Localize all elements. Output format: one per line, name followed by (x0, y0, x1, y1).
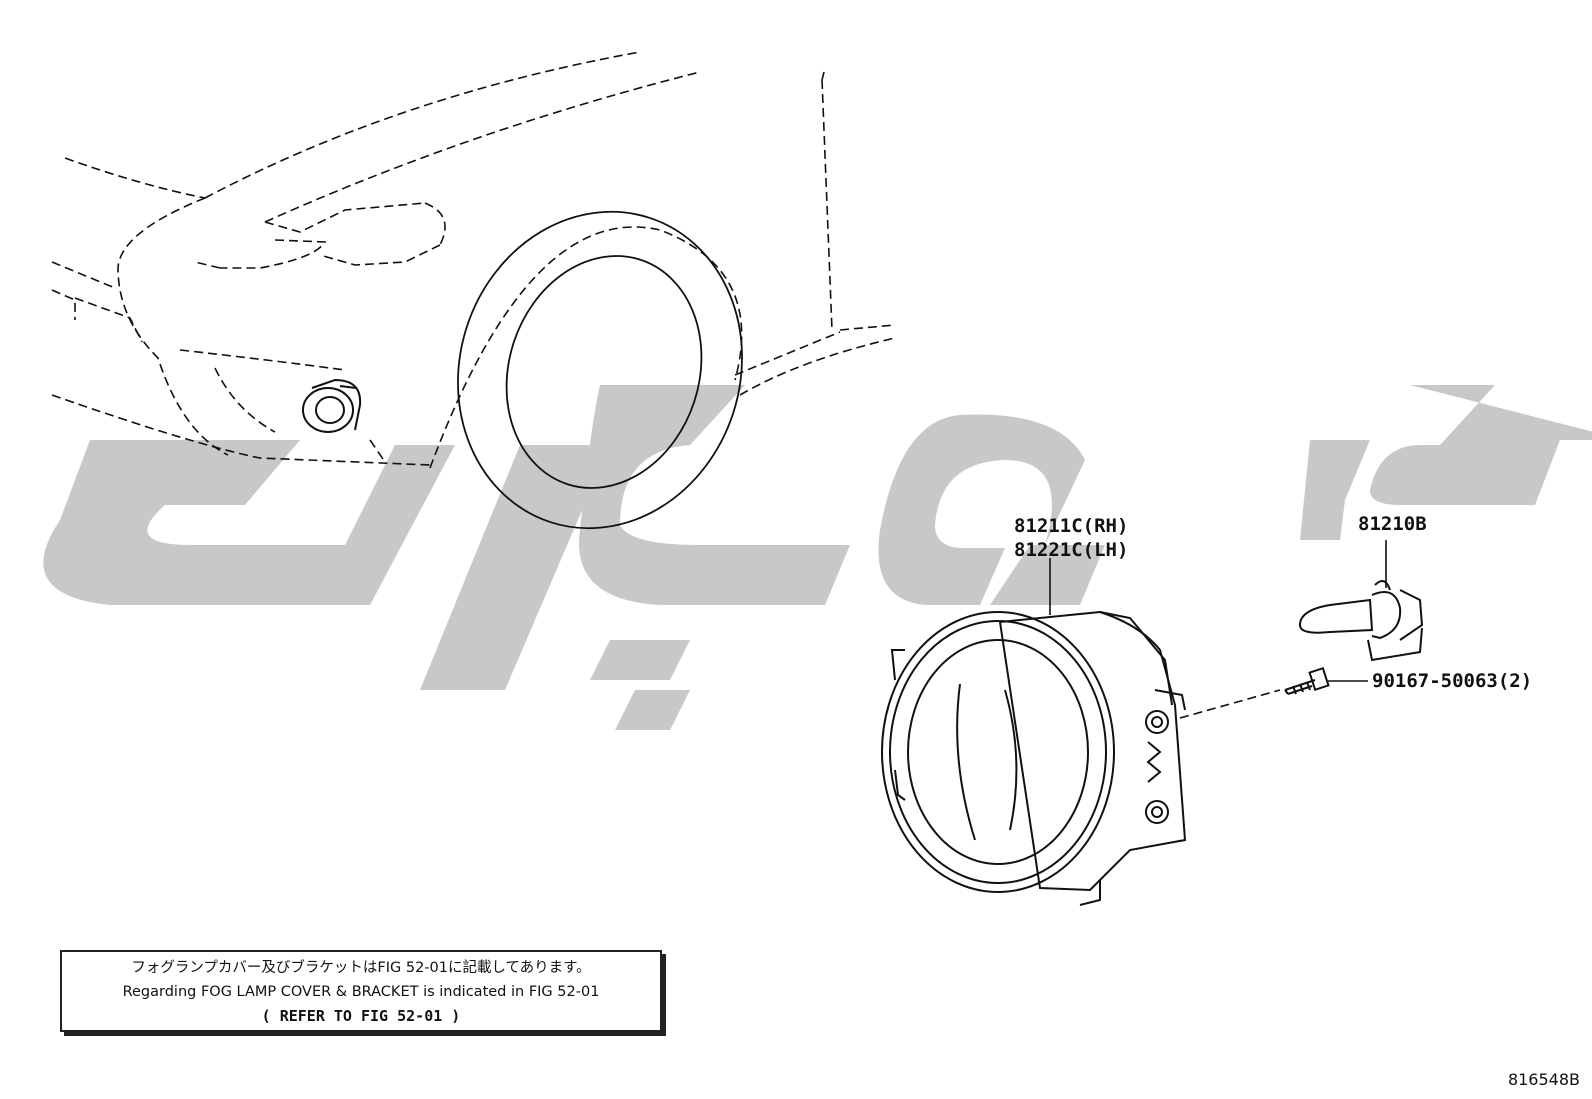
part-label-fog-lamp-lh: 81221C(LH) (1014, 539, 1128, 561)
leader-lines (1049, 540, 1387, 719)
figure-id: 816548B (1507, 1070, 1580, 1089)
part-label-fog-lamp-rh: 81211C(RH) (1014, 515, 1128, 537)
watermark-logo (43, 385, 1592, 730)
note-english-text: Regarding FOG LAMP COVER & BRACKET is in… (122, 984, 600, 1000)
note-reference-text: ( REFER TO FIG 52-01 ) (261, 1007, 461, 1025)
reference-note-box: フォグランプカバー及びブラケットはFIG 52-01に記載してあります。 Reg… (60, 950, 662, 1032)
note-japanese-text: フォグランプカバー及びブラケットはFIG 52-01に記載してあります。 (131, 960, 591, 976)
vehicle-body-outline (51, 51, 896, 469)
wheel (457, 210, 743, 530)
part-label-screw: 90167-50063(2) (1372, 670, 1532, 692)
part-label-bulb: 81210B (1358, 513, 1427, 535)
screw-bolt (1284, 667, 1330, 695)
fog-lamp-bulb (1298, 580, 1424, 662)
body-fog-lamp-icon (302, 378, 362, 433)
fog-lamp-assembly (881, 610, 1187, 906)
